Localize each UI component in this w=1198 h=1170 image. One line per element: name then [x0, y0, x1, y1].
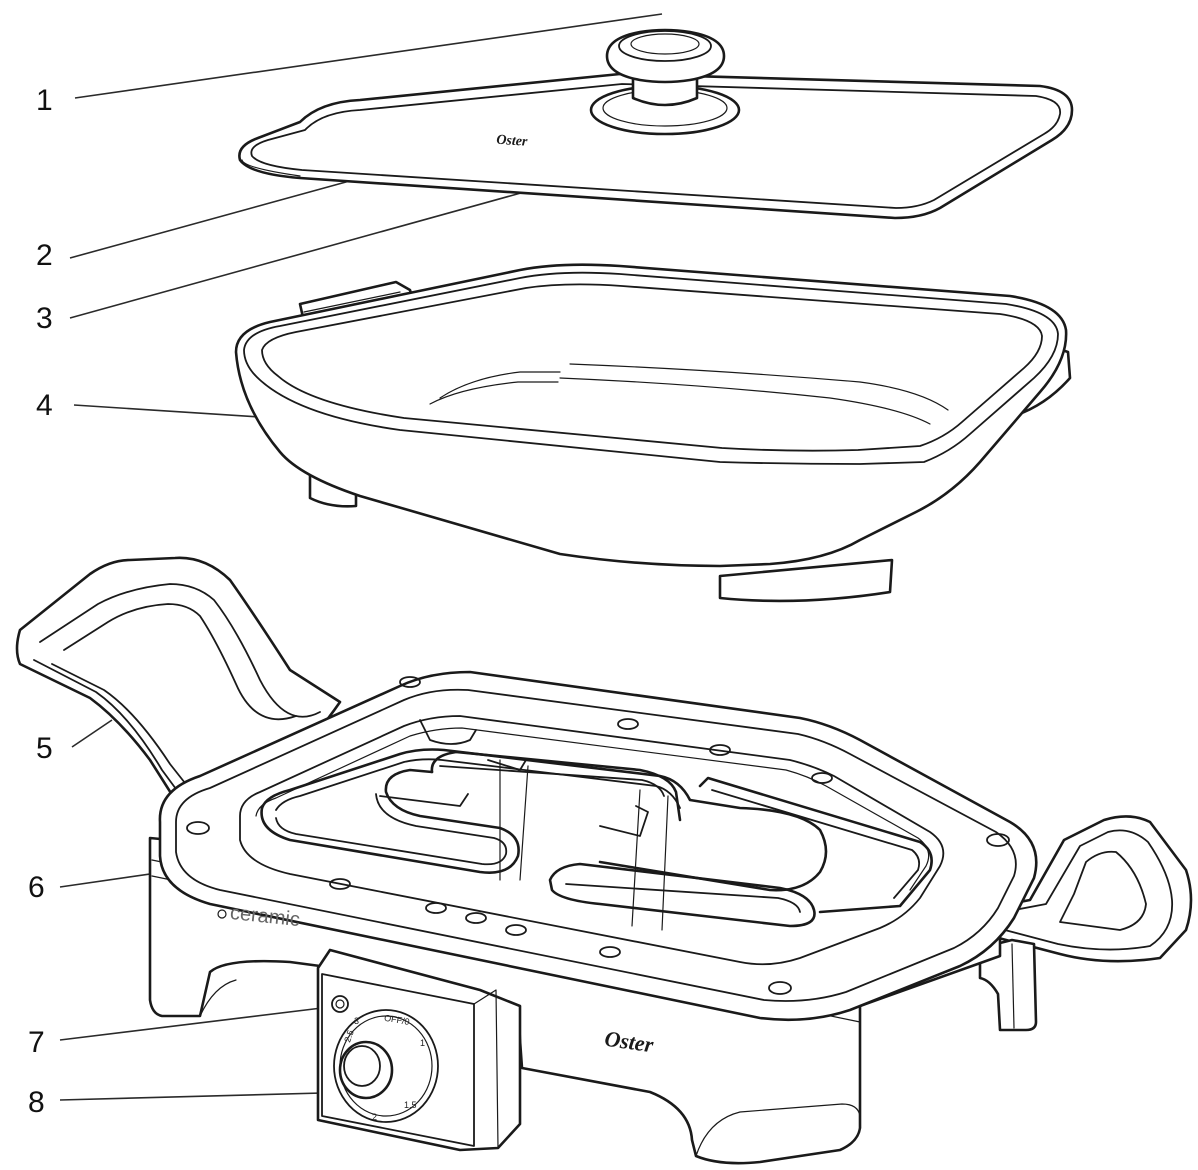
callout-8: 8 [28, 1086, 45, 1119]
callout-4: 4 [36, 389, 53, 422]
heating-element [260, 719, 933, 931]
temperature-knob[interactable] [338, 1040, 394, 1100]
callout-3: 3 [36, 302, 53, 335]
callout-1: 1 [36, 84, 53, 117]
ceramic-pan [234, 263, 1072, 603]
callout-5: 5 [36, 732, 53, 765]
knob-top [618, 30, 712, 62]
control-unit: OFF/0 1 1.5 2 2.5 3 [316, 948, 522, 1152]
callout-numbers: 1 2 3 4 5 6 7 8 [28, 84, 53, 1119]
callout-7: 7 [28, 1026, 45, 1059]
right-handle [966, 815, 1193, 963]
dial-mark-3: 3 [354, 1016, 359, 1026]
glass-lid: Oster [238, 72, 1074, 220]
dial-mark-2-5: 2.5 [342, 1029, 356, 1044]
lid-logo: Oster [496, 133, 529, 150]
indicator-light [331, 995, 349, 1013]
leader-8 [59, 1091, 361, 1101]
mounting-holes [186, 676, 1010, 995]
dial-mark-2: 2 [372, 1112, 377, 1122]
leader-7 [59, 1006, 331, 1041]
leader-5 [71, 719, 113, 748]
callout-6: 6 [28, 871, 45, 904]
lid-knob [589, 28, 741, 136]
dial-mark-off: OFF/0 [383, 1013, 410, 1027]
dial-mark-1-5: 1.5 [404, 1100, 417, 1110]
leader-3 [69, 175, 583, 319]
leader-4 [73, 404, 276, 419]
base-housing: Oster ceramic [148, 670, 1038, 1165]
dial-mark-1: 1 [420, 1038, 425, 1048]
callout-2: 2 [36, 239, 53, 272]
leader-1 [74, 13, 663, 99]
